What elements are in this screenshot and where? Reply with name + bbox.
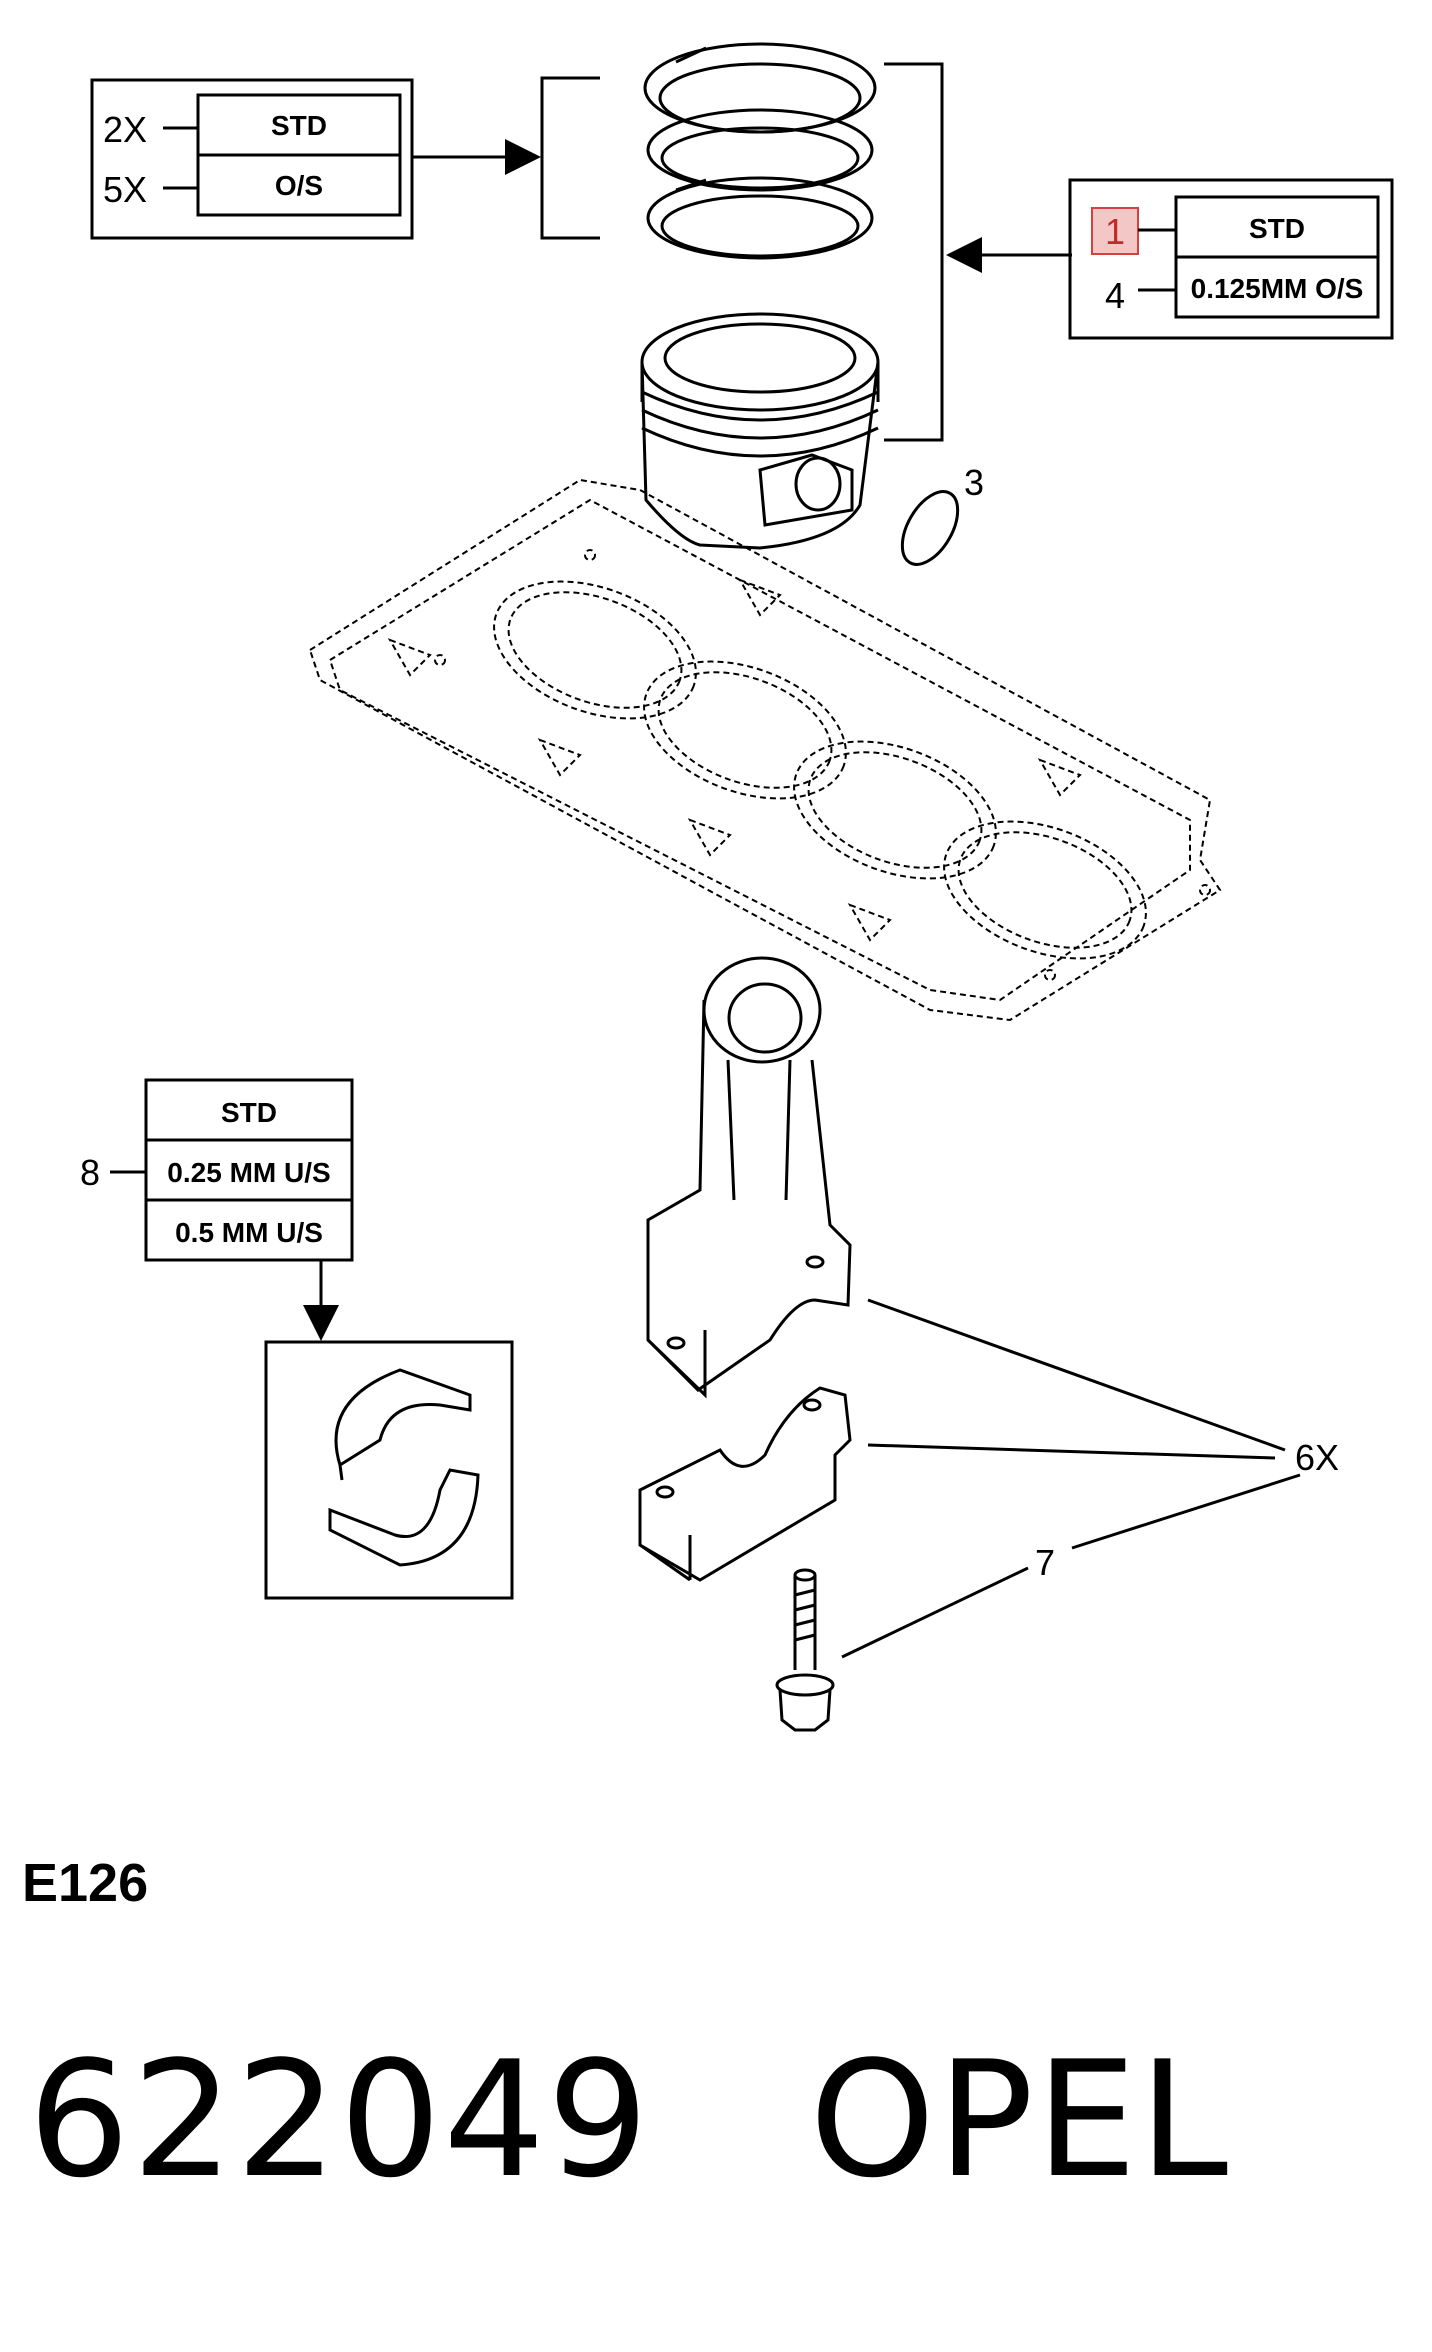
- piston-table-std: STD: [1249, 213, 1305, 244]
- bearing-table: STD 0.25 MM U/S 0.5 MM U/S 8: [80, 1078, 354, 1341]
- connecting-rod: [646, 956, 852, 1399]
- callout-6x: 6X: [1295, 1437, 1339, 1478]
- diagram-code: E126: [22, 1853, 149, 1913]
- callout-3: 3: [964, 462, 984, 503]
- rod-bolt: [775, 1568, 835, 1732]
- callout-7: 7: [1035, 1542, 1055, 1583]
- callout-8: 8: [80, 1152, 100, 1193]
- piston-size-table: STD 0.125MM O/S 1 4: [1068, 178, 1394, 340]
- piston: [640, 312, 880, 550]
- callout-4: 4: [1105, 275, 1125, 316]
- piston-pin-clip: 3: [900, 462, 984, 566]
- piston-bracket: [884, 62, 944, 442]
- head-gasket: [308, 478, 1222, 1022]
- footer-reference: 622049 OPEL: [28, 2026, 1231, 2213]
- ring-table-std: STD: [271, 110, 327, 141]
- rod-cap: [638, 1386, 852, 1582]
- bearing-table-std: STD: [221, 1097, 277, 1128]
- bearing-table-025: 0.25 MM U/S: [167, 1157, 330, 1188]
- bearing-table-05: 0.5 MM U/S: [175, 1217, 323, 1248]
- piston-table-os: 0.125MM O/S: [1191, 273, 1364, 304]
- callout-1: 1: [1105, 211, 1125, 252]
- callout-leaders: [841, 1298, 1301, 1659]
- piston-rings: [643, 42, 877, 260]
- ring-bracket: [540, 76, 600, 240]
- ring-table-os: O/S: [275, 170, 323, 201]
- piston-ring-table: STD O/S 2X 5X: [90, 78, 541, 240]
- callout-2x: 2X: [103, 109, 147, 150]
- bearing-shells: [328, 1368, 480, 1567]
- callout-5x: 5X: [103, 169, 147, 210]
- bearing-shell-box: [264, 1340, 514, 1600]
